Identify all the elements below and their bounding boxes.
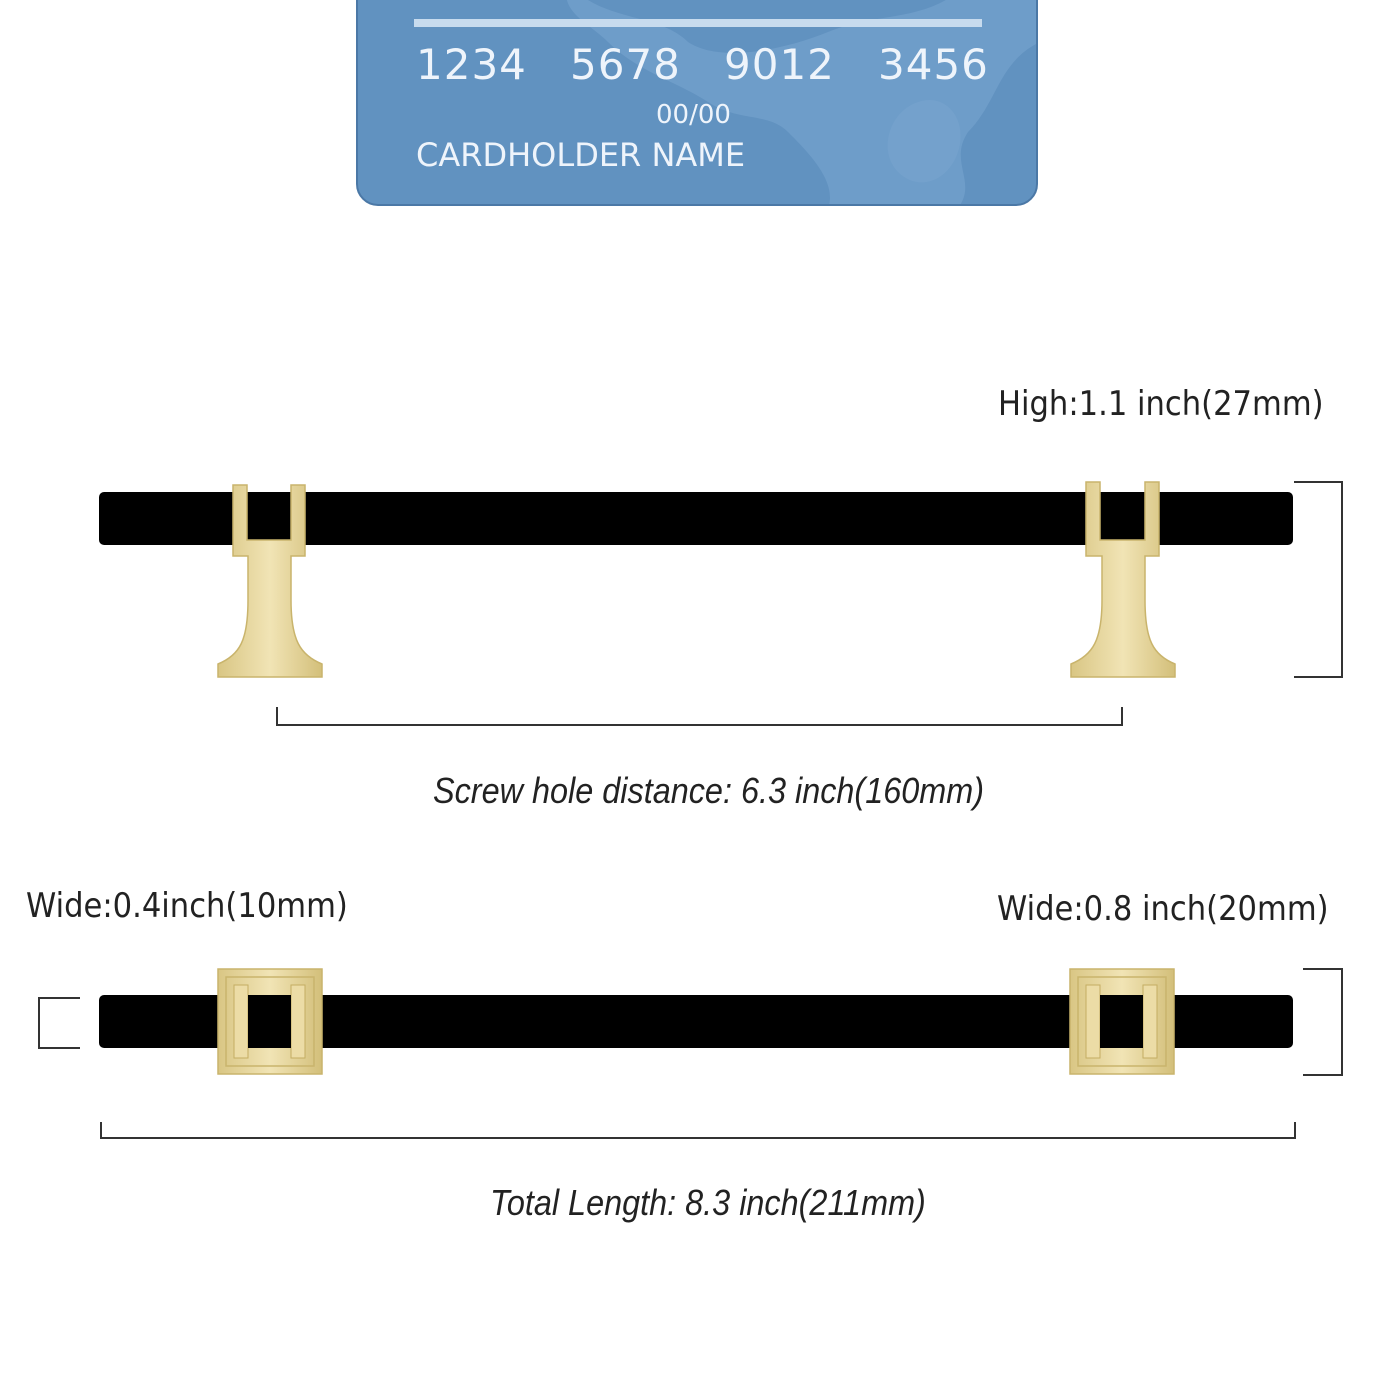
- screw-distance-bracket: [276, 707, 1123, 726]
- card-expiry: 00/00: [656, 100, 731, 130]
- total-length-label: Total Length: 8.3 inch(211mm): [490, 1182, 926, 1223]
- bar-width-label: Wide:0.4inch(10mm): [26, 886, 348, 926]
- card-number-group-3: 9012: [724, 40, 835, 89]
- card-number-group-4: 3456: [878, 40, 989, 89]
- left-base-top-view: [217, 968, 323, 1075]
- left-post-side-view: [217, 484, 323, 678]
- right-post-side-view: [1070, 481, 1176, 678]
- height-label: High:1.1 inch(27mm): [998, 384, 1324, 424]
- card-map-pattern: [567, 0, 1036, 204]
- right-base-top-view: [1069, 968, 1175, 1075]
- height-dimension-bracket: [1294, 481, 1343, 678]
- total-length-bracket: [100, 1122, 1296, 1139]
- screw-distance-label: Screw hole distance: 6.3 inch(160mm): [433, 770, 985, 811]
- base-width-bracket: [1303, 968, 1343, 1076]
- cardholder-name: CARDHOLDER NAME: [416, 136, 746, 174]
- credit-card-reference: 1234 5678 9012 3456 00/00 CARDHOLDER NAM…: [356, 0, 1038, 206]
- handle-bar-side-view: [99, 492, 1293, 545]
- card-number-group-2: 5678: [570, 40, 681, 89]
- bar-width-bracket: [38, 997, 80, 1049]
- handle-bar-top-view: [99, 995, 1293, 1048]
- card-stripe: [414, 19, 982, 27]
- card-number-group-1: 1234: [416, 40, 527, 89]
- base-width-label: Wide:0.8 inch(20mm): [997, 889, 1329, 929]
